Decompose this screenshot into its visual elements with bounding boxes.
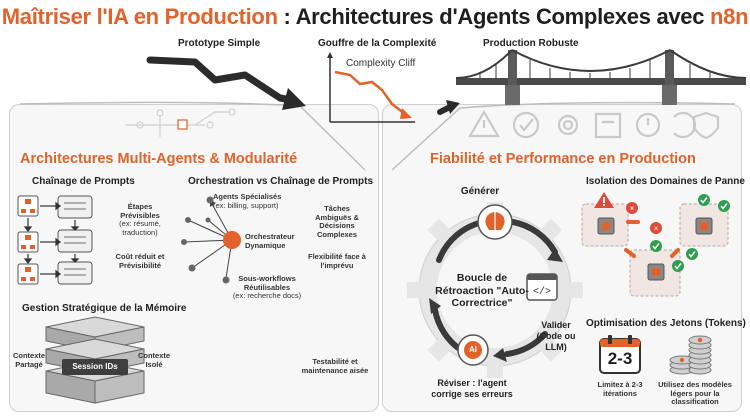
left-header: Architectures Multi-Agents & Modularité [20, 151, 298, 167]
subworkflows-label: Sous-workflows Réutilisables (ex: recher… [222, 274, 312, 301]
label-production: Production Robuste [483, 38, 579, 49]
complexity-cliff-chart [327, 52, 415, 123]
rise-arrow-icon [437, 100, 460, 115]
loop-revise: Réviser : l'agent corrige ses erreurs [431, 378, 513, 399]
agents-rest: (ex: billing, support) [213, 200, 279, 210]
memory-servers-diagram [45, 316, 145, 404]
orchestration-diagram [181, 196, 241, 284]
tokens-limit: Limitez à 2-3 itérations [597, 380, 643, 398]
reliability-icons [468, 109, 720, 140]
status-badges: × × [626, 194, 730, 272]
label-gulf: Gouffre de la Complexité [318, 38, 437, 49]
flex-label: Flexibilité face à l'imprévu [308, 252, 366, 270]
loop-center: Boucle de Rétroaction "Auto-Correctrice" [435, 272, 529, 310]
label-cliff: Complexity Cliff [346, 58, 416, 69]
chaining-title: Chaînage de Prompts [32, 176, 135, 187]
tokens-models: Utilisez des modèles légers pour la clas… [658, 380, 732, 407]
network-icon [125, 108, 236, 137]
tokens-title: Optimisation des Jetons (Tokens) [586, 318, 746, 329]
page-title: Maîtriser l'IA en Production : Architect… [0, 4, 750, 30]
memory-title: Gestion Stratégique de la Mémoire [22, 303, 187, 314]
chaining-note1-rest: (ex: résumé, traduction) [119, 219, 161, 237]
label-prototype: Prototype Simple [178, 38, 261, 49]
bridge-icon [455, 49, 747, 105]
ai-chip-label: AI [469, 345, 477, 354]
orchestration-title: Orchestration vs Chaînage de Prompts [188, 176, 374, 187]
chaining-note1: Étapes Prévisibles (ex: résumé, traducti… [110, 202, 170, 238]
subworkflows-bold: Sous-workflows Réutilisables [238, 274, 296, 292]
feedback-loop-diagram: </> [407, 202, 583, 378]
title-sep: : [277, 4, 296, 29]
top-illustration [19, 49, 747, 171]
decline-arrow-icon [146, 56, 306, 110]
title-part3: n8n [710, 4, 749, 29]
isolation-title: Isolation des Domaines de Panne [586, 176, 745, 187]
right-header: Fiabilité et Performance en Production [430, 151, 696, 167]
session-ids-label: Session IDs [72, 362, 118, 371]
title-part2: Architectures d'Agents Complexes avec [295, 4, 710, 29]
svg-text:×: × [654, 224, 659, 233]
agents-label: Agents Spécialisés (ex: billing, support… [213, 192, 293, 210]
testability-label: Testabilité et maintenance aisée [301, 357, 369, 375]
isolated-context-label: Contexte Isolé [137, 351, 171, 369]
calendar-value: 2-3 [607, 349, 633, 368]
svg-text:</>: </> [533, 286, 551, 298]
orchestrator-node [223, 231, 241, 249]
chaining-note1-bold: Étapes Prévisibles [120, 202, 160, 220]
title-part1: Maîtriser l'IA en Production [1, 4, 278, 29]
coins-icon [669, 335, 712, 375]
orchestrator-label: Orchestrateur Dynamique [245, 232, 295, 250]
svg-text:×: × [630, 204, 635, 213]
agents-bold: Agents Spécialisés [213, 192, 282, 201]
calendar-icon [599, 335, 641, 374]
session-id-badge [62, 359, 128, 375]
shared-context-label: Contexte Partagé [12, 351, 46, 369]
prompt-chain-diagram [17, 195, 93, 285]
fault-isolation-diagram: × × [581, 192, 730, 297]
subworkflows-rest: (ex: recherche docs) [232, 291, 302, 301]
tasks-label: Tâches Ambiguës & Décisions Complexes [315, 204, 359, 239]
loop-validate: Valider (Code ou LLM) [536, 320, 576, 352]
loop-generate: Générer [460, 186, 500, 197]
chaining-note2: Coût réduit et Prévisibilité [115, 252, 165, 270]
